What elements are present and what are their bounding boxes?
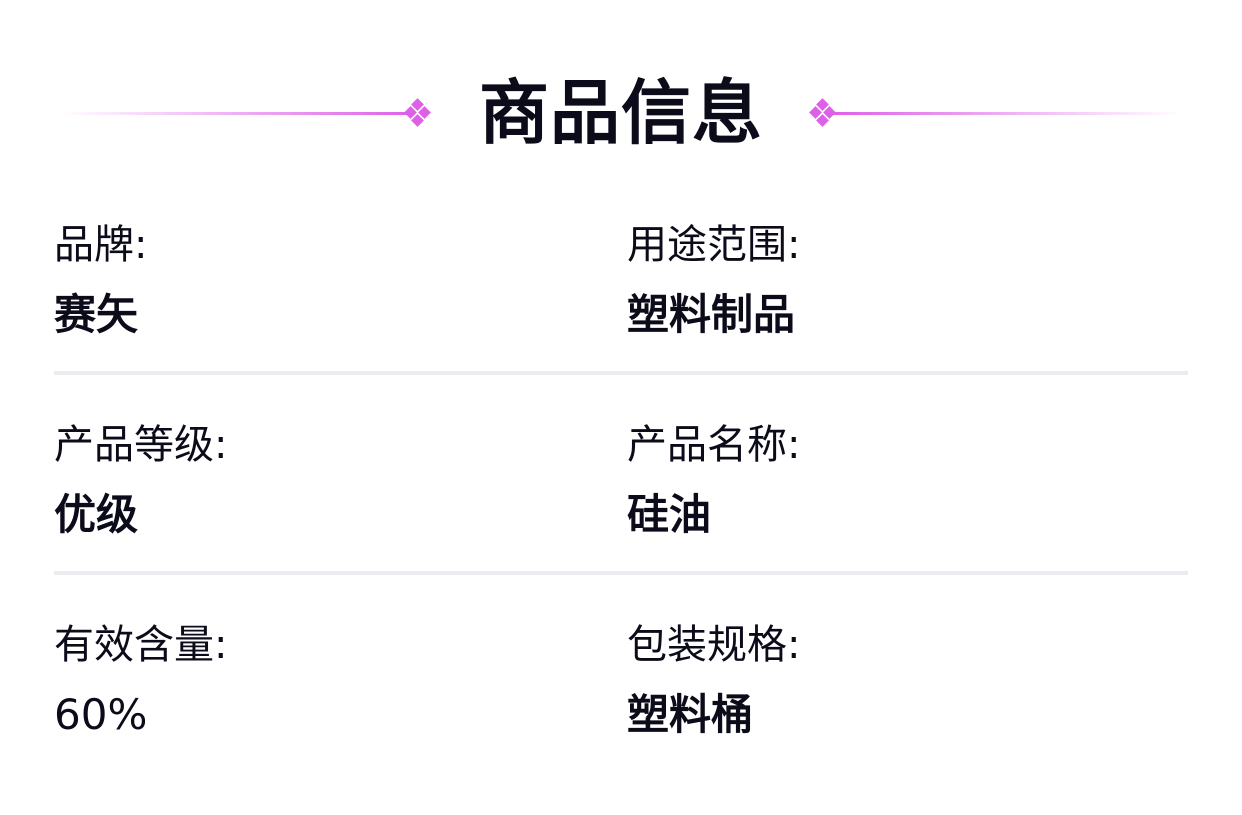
section-title: 商品信息 [479, 72, 763, 154]
spec-value: 硅油 [627, 490, 712, 539]
spec-row: 品牌: 赛矢 用途范围: 塑料制品 [54, 210, 1188, 410]
spec-label: 有效含量: [54, 622, 228, 668]
spec-label: 产品等级: [54, 422, 228, 468]
spec-grid: 品牌: 赛矢 用途范围: 塑料制品 产品等级: 优级 产品名称: 硅油 有效含量… [54, 210, 1188, 810]
spec-item-content: 有效含量: 60% [54, 610, 227, 750]
spec-item-product-name: 产品名称: 硅油 [627, 410, 800, 550]
row-divider [54, 371, 1188, 375]
spec-item-packaging: 包装规格: 塑料桶 [627, 610, 800, 750]
spec-value: 60% [54, 690, 148, 739]
spec-label: 产品名称: [627, 422, 801, 468]
spec-row: 产品等级: 优级 产品名称: 硅油 [54, 410, 1188, 610]
spec-item-brand: 品牌: 赛矢 [54, 210, 147, 350]
spec-item-grade: 产品等级: 优级 [54, 410, 227, 550]
row-divider [54, 571, 1188, 575]
spec-value: 赛矢 [54, 290, 139, 339]
spec-value: 塑料桶 [627, 690, 754, 739]
spec-value: 优级 [54, 490, 139, 539]
spec-item-usage: 用途范围: 塑料制品 [627, 210, 800, 350]
header-divider-right [832, 112, 1182, 115]
spec-row: 有效含量: 60% 包装规格: 塑料桶 [54, 610, 1188, 810]
section-header: 商品信息 [0, 60, 1242, 170]
spec-value: 塑料制品 [627, 290, 796, 339]
header-divider-left [60, 112, 412, 115]
spec-label: 品牌: [54, 222, 148, 268]
spec-label: 包装规格: [627, 622, 801, 668]
spec-label: 用途范围: [627, 222, 801, 268]
